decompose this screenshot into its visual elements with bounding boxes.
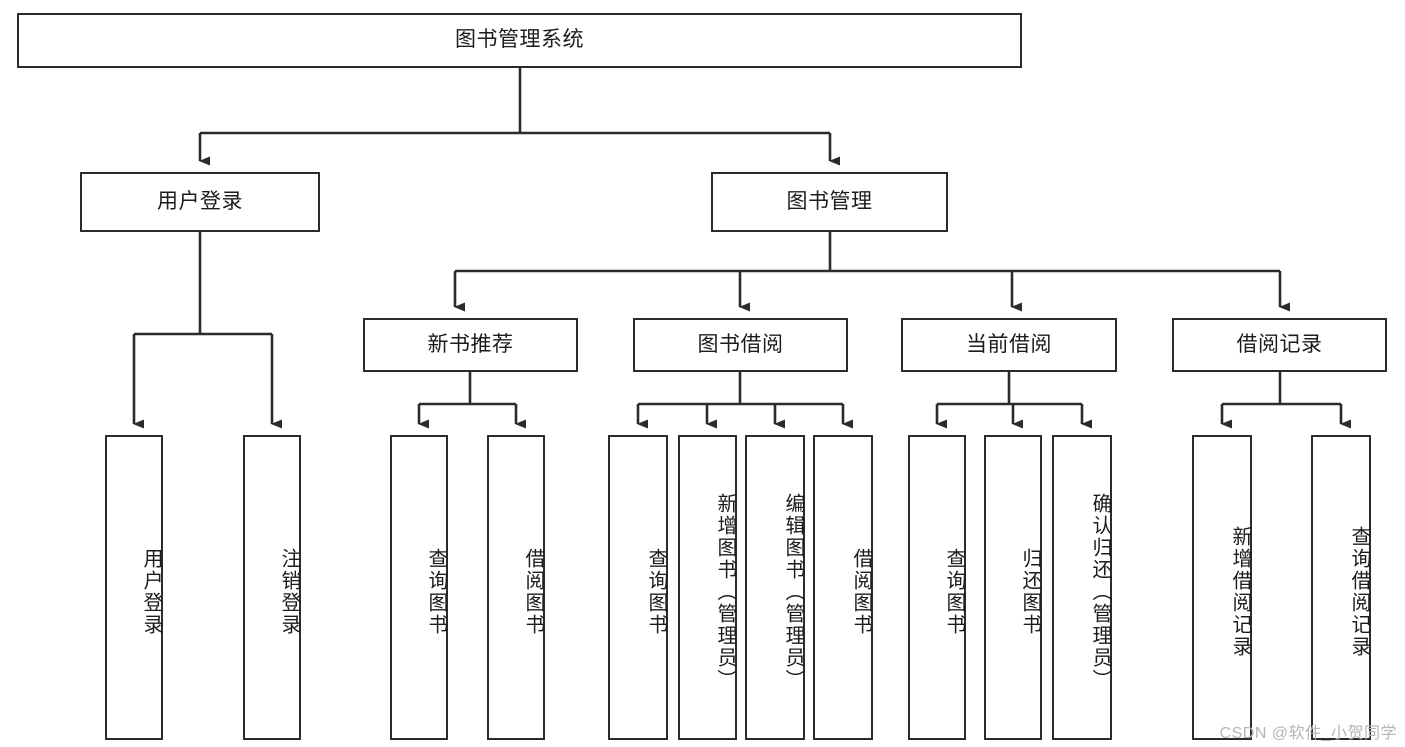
node-label: 查询借阅记录 [1348, 525, 1370, 658]
node-label: 当前借阅 [966, 332, 1052, 356]
node-label: 查询图书 [943, 547, 965, 636]
node-leaf-query-borrow-record[interactable]: 查询借阅记录 [1311, 435, 1371, 740]
node-leaf-query-book-2[interactable]: 查询图书 [608, 435, 668, 740]
node-leaf-query-book-1[interactable]: 查询图书 [390, 435, 448, 740]
node-label: 确认归还（管理员） [1089, 492, 1111, 691]
node-new-book-recommend[interactable]: 新书推荐 [363, 318, 578, 372]
node-leaf-return-book[interactable]: 归还图书 [984, 435, 1042, 740]
node-leaf-borrow-book-2[interactable]: 借阅图书 [813, 435, 873, 740]
node-user-login[interactable]: 用户登录 [80, 172, 320, 232]
node-label: 用户登录 [140, 547, 162, 636]
node-leaf-add-book-admin[interactable]: 新增图书（管理员） [678, 435, 737, 740]
node-label: 查询图书 [425, 547, 447, 636]
node-leaf-query-book-3[interactable]: 查询图书 [908, 435, 966, 740]
node-label: 新增图书（管理员） [714, 492, 736, 691]
node-system-title[interactable]: 图书管理系统 [17, 13, 1022, 68]
node-book-manage[interactable]: 图书管理 [711, 172, 948, 232]
node-leaf-user-login[interactable]: 用户登录 [105, 435, 163, 740]
node-leaf-borrow-book-1[interactable]: 借阅图书 [487, 435, 545, 740]
node-leaf-user-logout[interactable]: 注销登录 [243, 435, 301, 740]
node-book-borrow[interactable]: 图书借阅 [633, 318, 848, 372]
node-label: 新增借阅记录 [1229, 525, 1251, 658]
node-label: 新书推荐 [427, 332, 514, 356]
node-label: 注销登录 [278, 547, 300, 636]
node-label: 图书管理系统 [455, 28, 584, 52]
node-borrow-record[interactable]: 借阅记录 [1172, 318, 1387, 372]
node-label: 借阅图书 [850, 547, 872, 636]
node-leaf-confirm-return-admin[interactable]: 确认归还（管理员） [1052, 435, 1112, 740]
node-current-borrow[interactable]: 当前借阅 [901, 318, 1117, 372]
node-label: 图书管理 [786, 189, 873, 213]
node-label: 编辑图书（管理员） [782, 492, 804, 691]
node-label: 借阅记录 [1236, 332, 1323, 356]
node-leaf-add-borrow-record[interactable]: 新增借阅记录 [1192, 435, 1252, 740]
node-label: 用户登录 [157, 189, 243, 213]
node-leaf-edit-book-admin[interactable]: 编辑图书（管理员） [745, 435, 805, 740]
node-label: 图书借阅 [697, 332, 784, 356]
node-label: 归还图书 [1019, 547, 1041, 636]
csdn-watermark: CSDN @软件_小贺同学 [1219, 725, 1397, 742]
node-label: 借阅图书 [522, 547, 544, 636]
node-label: 查询图书 [645, 547, 667, 636]
